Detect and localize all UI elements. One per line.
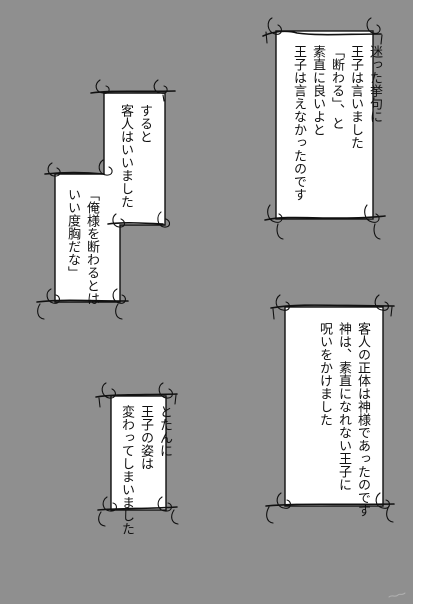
bottom-right-lower-right-curl [375,492,390,509]
bottom-center-upper-left-curl [101,382,116,399]
left-middle-left-curl [47,162,61,177]
signature-mark [388,592,406,598]
left-lower-left-curl [46,288,60,304]
top-right-lower-left-curl [267,204,283,223]
left-lower-right-curl [112,288,126,304]
bottom-right-upper-left-curl [275,294,290,311]
bottom-center-lower-roller [97,506,178,511]
top-right-upper-roller [262,30,382,37]
left-stepped-caption-scroll [36,79,176,320]
bottom-right-caption-line-3: 呪いをかけました [317,322,332,426]
bottom-right-lower-left-hook [266,506,274,524]
top-right-lower-left-hook [276,223,284,240]
top-right-caption-text: 迷った挙句に 王子は言いました 「断わる」、と 素直に良いよと 王子は言えなかっ… [289,45,384,205]
bottom-center-caption-text: とたんに 王子の姿は 変わってしまいました [117,405,174,535]
bottom-right-caption-line-1: 客人の正体は神様であったのです [355,322,370,517]
bottom-center-lower-left-curl [102,496,117,512]
top-right-upper-left-curl [267,17,282,35]
bottom-right-upper-right-hook [390,306,393,317]
bottom-center-upper-roller [95,393,178,398]
left-caption-line-2: 客人はいいました [118,104,133,208]
bottom-right-lower-right-hook [386,505,394,523]
left-lower-left-hook [37,303,45,320]
left-middle-roller [44,171,105,175]
bottom-center-upper-right-hook [174,394,177,405]
top-right-caption-line-4: 素直に良いよと [310,45,325,136]
left-upper-right-curl [153,79,168,94]
right-page-margin [413,0,425,610]
bottom-center-upper-right-curl [158,382,173,399]
bottom-right-caption-text: 客人の正体は神様であったのです 神は、素直になれない王子に 呪いをかけました [315,322,372,517]
bottom-center-upper-left-hook [98,397,101,408]
top-right-caption-line-5: 王子は言えなかったのです [291,45,306,201]
left-caption-top-text: すると 客人はいいました [116,104,154,210]
bottom-center-caption-line-2: 王子の姿は [138,405,153,470]
bottom-center-caption-line-3: 変わってしまいました [119,405,134,535]
top-right-caption-line-2: 王子は言いました [348,45,363,149]
left-caption-bottom-text: 「俺様を断わるとは いい度胸だな」 [63,188,101,305]
left-step-roller [107,222,164,225]
top-right-caption-line-3: 「断わる」、と [329,45,344,130]
left-middle-right-curl [98,159,113,176]
top-right-upper-right-hook [380,34,383,45]
top-right-upper-left-hook [265,31,268,44]
bottom-page-margin [0,604,425,610]
bottom-right-caption-line-2: 神は、素直になれない王子に [336,322,351,491]
left-caption-line-1: すると [137,104,152,143]
bottom-right-upper-roller [270,304,395,309]
left-step-right-curl [157,211,171,228]
left-lower-roller [36,299,129,303]
bottom-right-lower-roller [265,503,395,507]
top-right-caption-line-1: 迷った挙句に [367,45,382,123]
left-upper-roller [90,90,176,94]
left-step-left-curl [112,213,126,228]
left-upper-left-curl [95,79,110,94]
bottom-right-upper-left-hook [272,308,275,320]
bottom-right-lower-left-curl [276,492,291,509]
top-right-lower-right-hook [373,223,381,240]
left-upper-right-hook [162,94,165,102]
top-right-lower-roller [264,215,386,221]
left-lower-right-hook [115,303,123,320]
left-caption-line-4: いい度胸だな」 [65,188,80,279]
bottom-center-lower-left-hook [98,511,106,527]
bottom-center-lower-right-hook [171,509,179,525]
top-right-lower-right-curl [364,204,380,223]
top-right-upper-right-curl [366,17,381,34]
bottom-right-upper-right-curl [374,294,389,311]
left-caption-line-3: 「俺様を断わるとは [84,188,99,305]
bottom-center-caption-line-1: とたんに [157,405,172,457]
